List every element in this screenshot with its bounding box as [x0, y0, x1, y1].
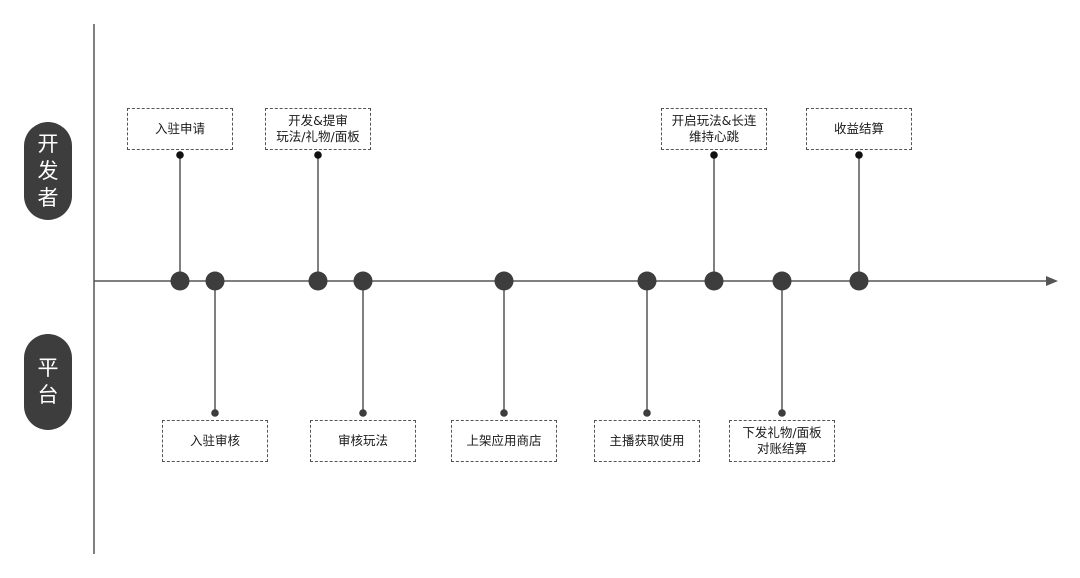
role-platform-char: 台 [37, 383, 59, 407]
developer-step-label: 开启玩法&长连 [671, 113, 757, 128]
developer-step-box: 收益结算 [806, 108, 912, 150]
developer-timeline-node [704, 271, 724, 291]
developer-step-label: 维持心跳 [688, 129, 739, 144]
platform-step-label: 主播获取使用 [609, 433, 685, 448]
developer-step-box: 开发&提审玩法/礼物/面板 [265, 108, 371, 150]
role-developer-char: 开 [37, 131, 59, 156]
platform-timeline-node [637, 271, 657, 291]
developer-connector-dot [176, 151, 184, 159]
developer-timeline-node [170, 271, 190, 291]
developer-step-label: 玩法/礼物/面板 [276, 129, 360, 144]
platform-step-label: 上架应用商店 [466, 433, 542, 448]
platform-connector-dot [500, 409, 508, 417]
developer-connector-dot [855, 151, 863, 159]
platform-timeline-node [494, 271, 514, 291]
platform-step-label: 入驻审核 [189, 433, 240, 448]
platform-connector-dot [643, 409, 651, 417]
platform-step-box: 主播获取使用 [594, 420, 700, 462]
role-platform-char: 平 [37, 356, 59, 380]
developer-step-label: 入驻申请 [154, 121, 205, 136]
developer-timeline-node [308, 271, 328, 291]
connector-layer [176, 151, 863, 417]
developer-connector-dot [710, 151, 718, 159]
role-developer-pill: 开 发 者 [24, 122, 72, 220]
platform-timeline-node [353, 271, 373, 291]
developer-step-label: 开发&提审 [288, 113, 348, 128]
platform-timeline-node [772, 271, 792, 291]
platform-step-label: 审核玩法 [337, 433, 388, 448]
timeline-arrow-head [1046, 276, 1058, 286]
developer-connector-dot [314, 151, 322, 159]
timeline-node-layer [170, 271, 869, 291]
role-developer-char: 者 [37, 185, 59, 210]
platform-connector-dot [211, 409, 219, 417]
developer-timeline-node [849, 271, 869, 291]
platform-timeline-node [205, 271, 225, 291]
platform-connector-dot [359, 409, 367, 417]
role-developer-char: 发 [37, 158, 59, 183]
platform-step-label: 对账结算 [756, 441, 807, 456]
platform-step-label: 下发礼物/面板 [742, 425, 822, 440]
platform-step-box: 入驻审核 [162, 420, 268, 462]
developer-step-box: 入驻申请 [127, 108, 233, 150]
platform-connector-dot [778, 409, 786, 417]
role-platform-pill: 平 台 [24, 334, 72, 430]
platform-step-box: 上架应用商店 [451, 420, 557, 462]
platform-step-box: 审核玩法 [310, 420, 416, 462]
developer-step-label: 收益结算 [833, 121, 884, 136]
developer-step-box: 开启玩法&长连维持心跳 [661, 108, 767, 150]
platform-step-box: 下发礼物/面板对账结算 [729, 420, 835, 462]
